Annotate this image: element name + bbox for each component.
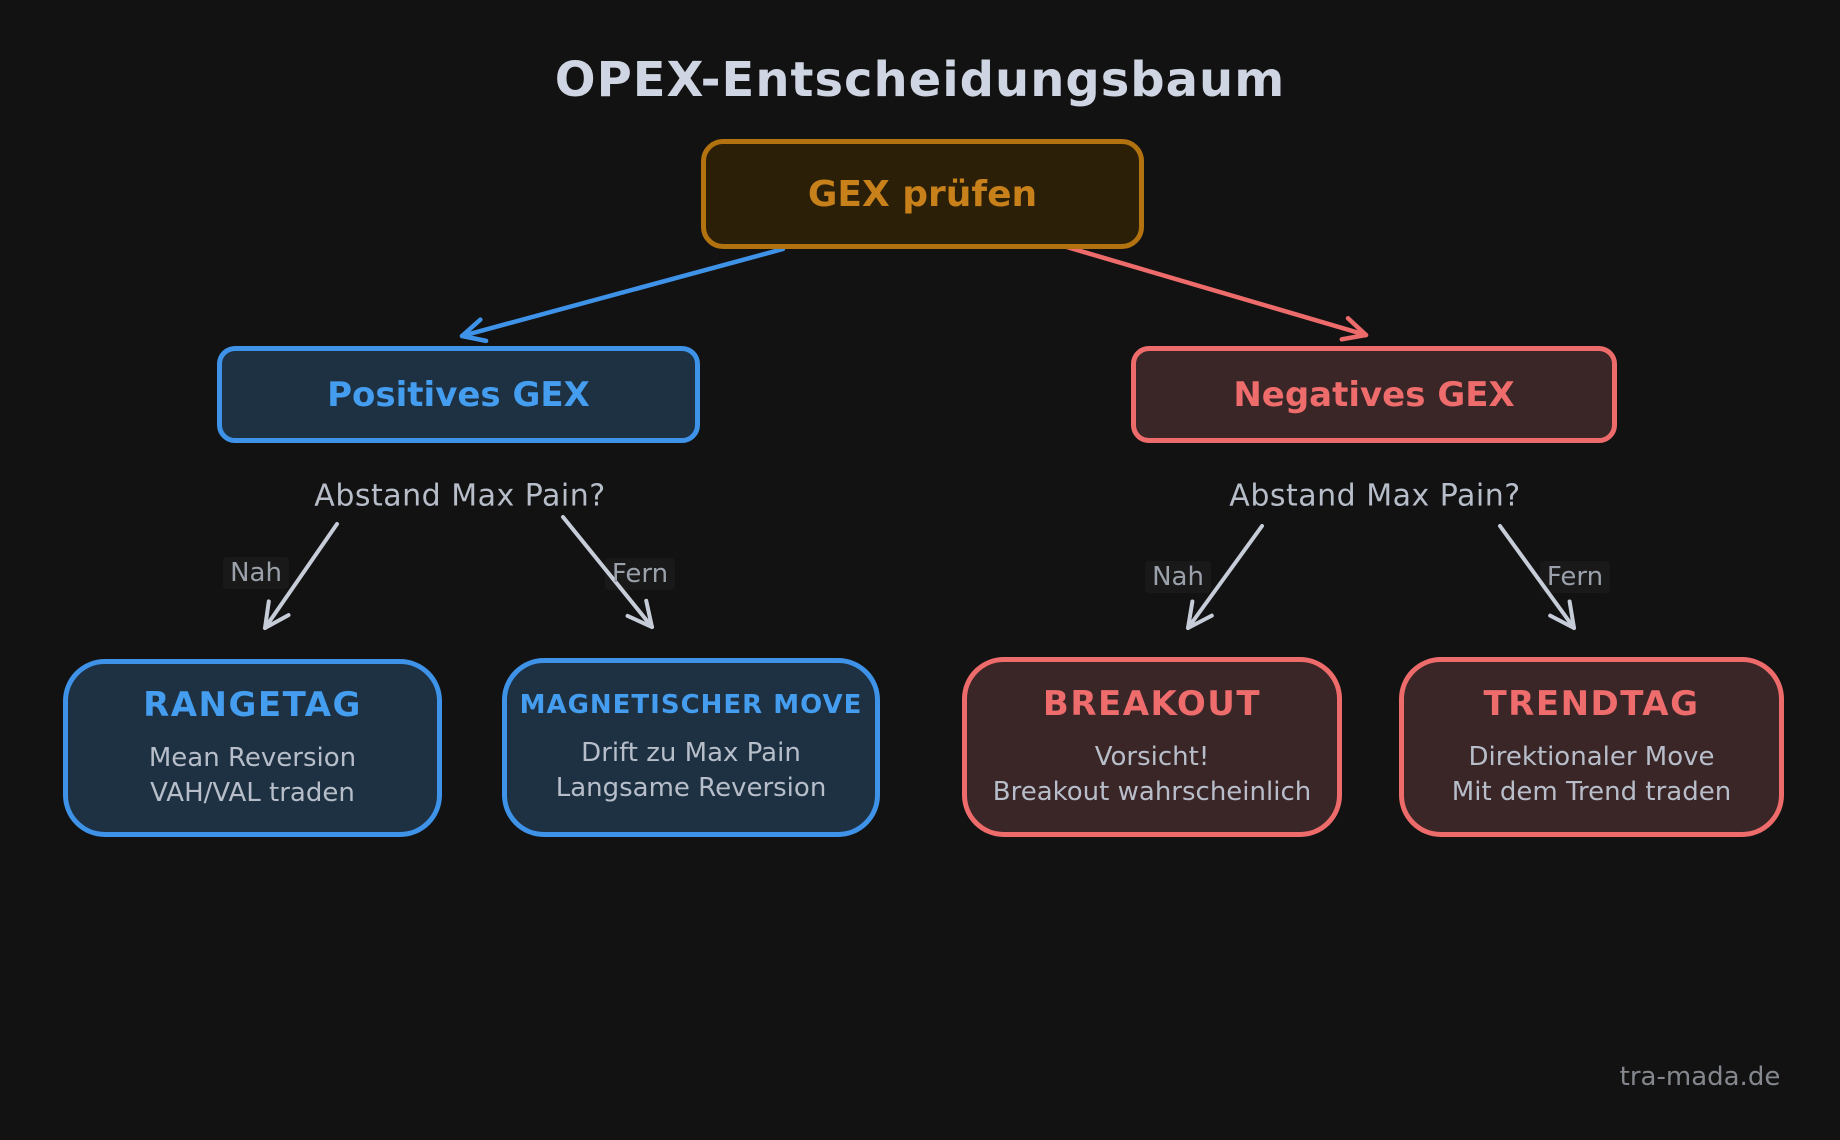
node-positives-gex: Positives GEX bbox=[217, 346, 700, 443]
node-positives-gex-label: Positives GEX bbox=[327, 374, 590, 415]
leaf-magnetischer-move-line2: Langsame Reversion bbox=[555, 772, 827, 803]
leaf-trendtag-line2: Mit dem Trend traden bbox=[1451, 777, 1732, 807]
leaf-trendtag: TRENDTAG Direktionaler Move Mit dem Tren… bbox=[1399, 657, 1784, 837]
edge-label-negative-far: Fern bbox=[1540, 561, 1610, 593]
leaf-magnetischer-move-title: MAGNETISCHER MOVE bbox=[519, 689, 863, 720]
edge-root-to-negative bbox=[1057, 242, 1369, 342]
edge-label-negative-near: Nah bbox=[1145, 561, 1211, 593]
leaf-breakout-line2: Breakout wahrscheinlich bbox=[992, 777, 1312, 807]
question-negative: Abstand Max Pain? bbox=[1229, 478, 1521, 514]
leaf-breakout: BREAKOUT Vorsicht! Breakout wahrscheinli… bbox=[962, 657, 1342, 837]
page-title: OPEX-Entscheidungsbaum bbox=[554, 52, 1286, 108]
leaf-breakout-title: BREAKOUT bbox=[1042, 684, 1262, 724]
root-node-label: GEX prüfen bbox=[807, 173, 1038, 215]
edge-root-to-positive bbox=[459, 246, 786, 344]
leaf-magnetischer-move: MAGNETISCHER MOVE Drift zu Max Pain Lang… bbox=[502, 658, 880, 837]
leaf-rangetag-title: RANGETAG bbox=[143, 685, 362, 725]
leaf-magnetischer-move-line1: Drift zu Max Pain bbox=[581, 737, 801, 768]
question-positive: Abstand Max Pain? bbox=[314, 478, 606, 514]
node-negatives-gex-label: Negatives GEX bbox=[1233, 374, 1515, 415]
edge-label-positive-near: Nah bbox=[223, 557, 289, 589]
leaf-trendtag-title: TRENDTAG bbox=[1483, 684, 1700, 724]
edge-label-positive-far: Fern bbox=[605, 558, 675, 590]
leaf-rangetag-line1: Mean Reversion bbox=[148, 743, 357, 773]
node-negatives-gex: Negatives GEX bbox=[1131, 346, 1617, 443]
leaf-rangetag-line2: VAH/VAL traden bbox=[150, 778, 355, 808]
root-node-gex-pruefen: GEX prüfen bbox=[701, 139, 1144, 249]
leaf-breakout-line1: Vorsicht! bbox=[1094, 742, 1210, 772]
leaf-rangetag: RANGETAG Mean Reversion VAH/VAL traden bbox=[63, 659, 442, 837]
leaf-trendtag-line1: Direktionaler Move bbox=[1468, 742, 1715, 772]
watermark: tra-mada.de bbox=[1619, 1062, 1781, 1092]
